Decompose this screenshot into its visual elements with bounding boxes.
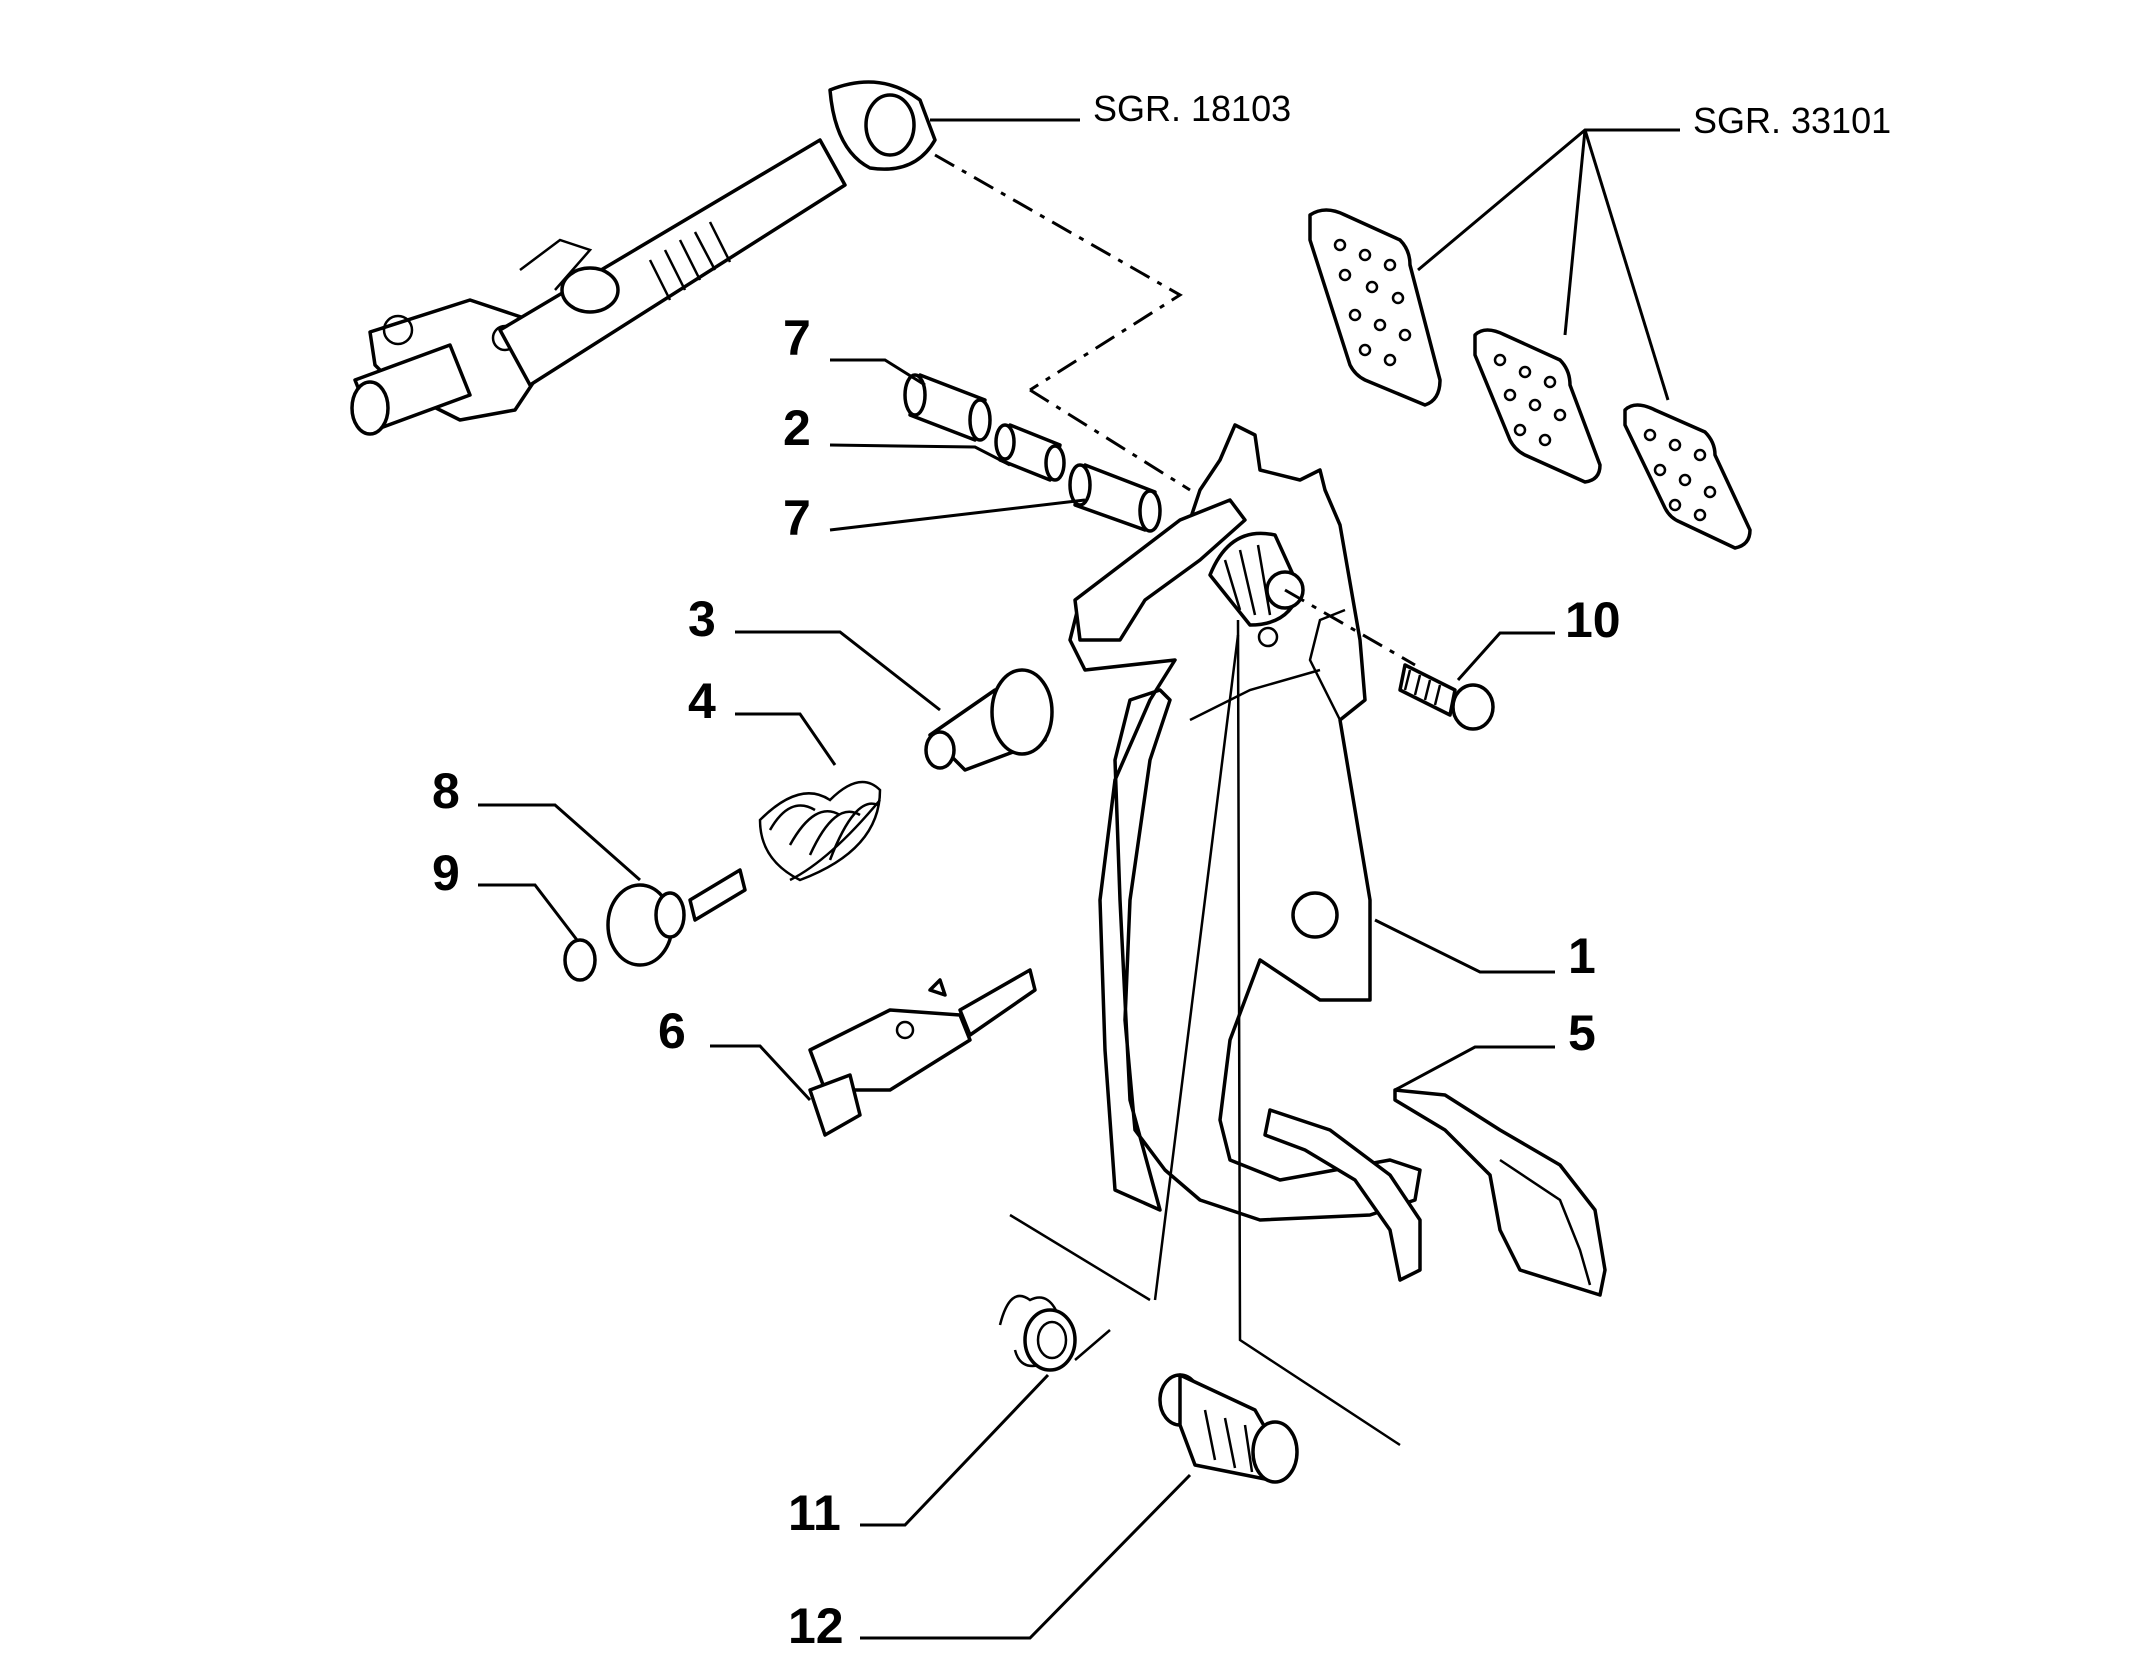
bushings xyxy=(903,373,1162,533)
callout-2: 2 xyxy=(783,400,811,456)
callout-8: 8 xyxy=(432,763,460,819)
callout-1: 1 xyxy=(1568,928,1596,984)
return-spring xyxy=(998,1294,1111,1372)
ref-label-upper-left: SGR. 18103 xyxy=(1093,88,1291,129)
callout-4: 4 xyxy=(688,673,716,729)
callout-3: 3 xyxy=(688,591,716,647)
plunger xyxy=(563,868,747,982)
pedal-bracket xyxy=(1068,423,1422,1222)
master-cylinder-rod xyxy=(350,80,937,436)
assembly-guide-lines xyxy=(1009,619,1401,1447)
callout-11: 11 xyxy=(788,1485,841,1541)
callout-9: 9 xyxy=(432,845,460,901)
pedal-pads xyxy=(1308,208,1752,550)
callout-6: 6 xyxy=(658,1003,686,1059)
pivot-bush xyxy=(1158,1373,1299,1484)
callout-10: 10 xyxy=(1565,592,1621,648)
rubber-boot xyxy=(924,668,1054,772)
bolt xyxy=(1398,663,1495,731)
ref-label-upper-right: SGR. 33101 xyxy=(1693,100,1891,141)
centre-lines xyxy=(934,153,1416,667)
stop-light-switch xyxy=(808,968,1037,1137)
callout-7-bottom: 7 xyxy=(783,490,811,546)
callout-7-top: 7 xyxy=(783,310,811,366)
clutch-pedal-arm xyxy=(1263,1088,1607,1297)
callout-12: 12 xyxy=(788,1598,844,1654)
spring xyxy=(758,780,882,882)
callout-5: 5 xyxy=(1568,1005,1596,1061)
leader-lines xyxy=(478,118,1680,1640)
